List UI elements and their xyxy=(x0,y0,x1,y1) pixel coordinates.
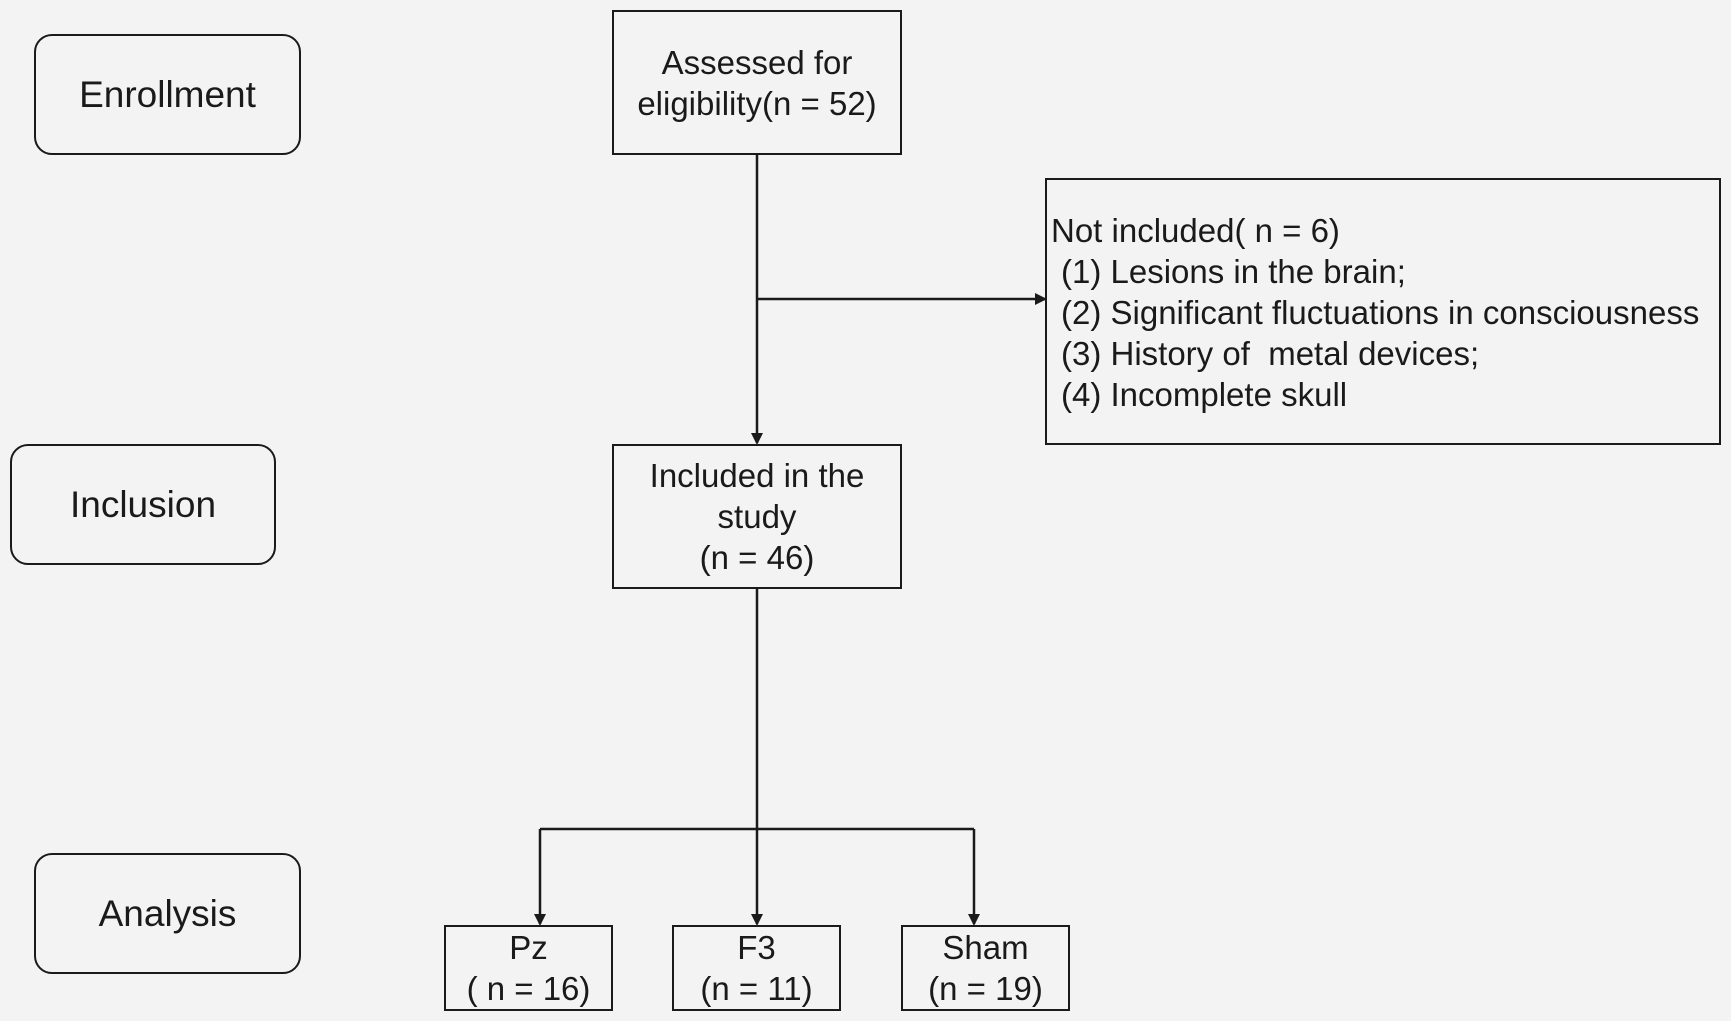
group-sham-name: Sham xyxy=(942,929,1029,966)
group-f3-box: F3 (n = 11) xyxy=(672,925,841,1011)
stage-enrollment-label: Enrollment xyxy=(79,74,256,115)
included-line-1: Included in the xyxy=(649,457,865,494)
not-included-title: Not included( n = 6) xyxy=(1051,212,1340,249)
included-line-3: (n = 46) xyxy=(699,539,815,576)
group-pz-count: ( n = 16) xyxy=(466,970,591,1007)
group-f3-name: F3 xyxy=(737,929,776,966)
exclusion-reason-4: (4) Incomplete skull xyxy=(1061,376,1348,413)
assessed-box: Assessed for eligibility(n = 52) xyxy=(612,10,902,155)
group-pz-name: Pz xyxy=(509,929,548,966)
group-pz-box: Pz ( n = 16) xyxy=(444,925,613,1011)
group-sham-count: (n = 19) xyxy=(928,970,1043,1007)
stage-analysis: Analysis xyxy=(34,853,301,974)
exclusion-reason-2: (2) Significant fluctuations in consciou… xyxy=(1061,294,1700,331)
included-line-2: study xyxy=(717,498,797,535)
group-sham-box: Sham (n = 19) xyxy=(901,925,1070,1011)
exclusion-reason-3: (3) History of metal devices; xyxy=(1061,335,1480,372)
not-included-box: Not included( n = 6) (1) Lesions in the … xyxy=(1045,178,1721,445)
stage-enrollment: Enrollment xyxy=(34,34,301,155)
assessed-line-2: eligibility(n = 52) xyxy=(637,84,877,122)
exclusion-reason-1: (1) Lesions in the brain; xyxy=(1061,253,1406,290)
assessed-line-1: Assessed for xyxy=(661,43,853,81)
stage-inclusion: Inclusion xyxy=(10,444,276,565)
stage-analysis-label: Analysis xyxy=(98,893,237,934)
stage-inclusion-label: Inclusion xyxy=(69,484,217,525)
group-f3-count: (n = 11) xyxy=(700,970,813,1007)
included-box: Included in the study (n = 46) xyxy=(612,444,902,589)
